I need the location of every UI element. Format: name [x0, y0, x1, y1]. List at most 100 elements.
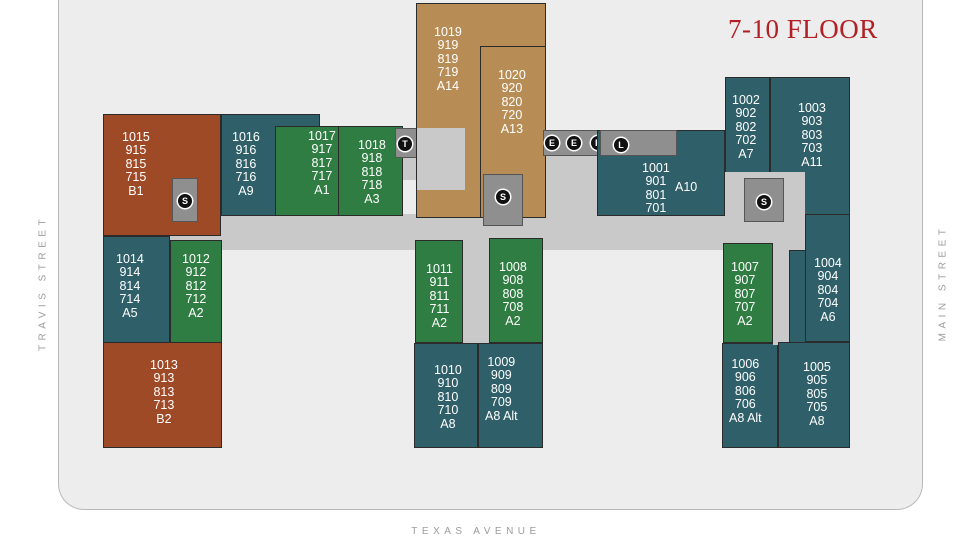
unit-1004[interactable]: 1004 904 804 704 A6	[805, 214, 850, 342]
unit-type: A11	[801, 154, 823, 169]
unit-1015[interactable]: 1015 915 815 715 B1	[103, 114, 221, 236]
unit-type: A2	[431, 315, 448, 330]
unit-number: 915	[125, 143, 147, 158]
unit-number: 902	[735, 106, 757, 121]
unit-number: 914	[119, 265, 141, 280]
unit-type: A5	[122, 305, 138, 320]
unit-1008[interactable]: 1008 908 808 708 A2	[489, 238, 543, 343]
unit-number: 709	[490, 395, 512, 410]
unit-number: 818	[361, 164, 383, 179]
unit-number: 716	[235, 170, 257, 185]
unit-number: 719	[437, 65, 459, 80]
unit-type: B2	[156, 411, 172, 426]
unit-type: A2	[505, 313, 521, 328]
unit-number: 702	[735, 133, 757, 148]
unit-number: 903	[801, 114, 823, 129]
unit-number: 707	[734, 300, 756, 315]
main-corridor	[145, 214, 805, 250]
unit-number: 1007	[731, 260, 759, 274]
unit-number: 802	[735, 119, 757, 134]
street-label-texas: TEXAS AVENUE	[411, 526, 541, 537]
unit-number: 701	[645, 201, 667, 216]
unit-number: 1012	[182, 252, 210, 266]
unit-number: 908	[502, 273, 524, 288]
unit-type: A9	[238, 183, 254, 198]
unit-1007[interactable]: 1007 907 807 707 A2	[723, 243, 773, 343]
unit-type: A8 Alt	[485, 408, 518, 423]
unit-number: 815	[125, 156, 147, 171]
unit-number: 1009	[487, 355, 516, 369]
stair-icon: S	[757, 195, 771, 209]
unit-number: 803	[801, 127, 823, 142]
unit-number: 810	[437, 389, 459, 404]
unit-number: 918	[361, 151, 383, 166]
unit-type: A7	[738, 146, 754, 161]
unit-1011[interactable]: 1011 911 811 711 A2	[415, 240, 463, 343]
unit-number: 706	[734, 397, 756, 412]
unit-number: 705	[806, 400, 828, 415]
unit-1014[interactable]: 1014 914 814 714 A5	[103, 236, 170, 343]
unit-number: 720	[501, 108, 523, 123]
unit-number: 713	[153, 398, 175, 413]
unit-number: 901	[645, 174, 667, 189]
unit-type: A6	[820, 309, 836, 324]
unit-number: 906	[734, 370, 756, 385]
unit-1004-wing	[789, 250, 805, 343]
unit-type: A10	[675, 180, 698, 194]
unit-number: 814	[119, 278, 141, 293]
street-label-main: MAIN STREET	[937, 224, 949, 342]
unit-1010[interactable]: 1010 910 810 710 A8	[414, 343, 478, 448]
unit-number: 1016	[232, 130, 260, 144]
corridor-north-inner	[417, 128, 465, 190]
corridor-south-center	[463, 250, 489, 343]
unit-number: 904	[817, 269, 839, 284]
unit-number: 911	[429, 275, 450, 290]
unit-number: 808	[502, 286, 524, 301]
stair-icon: S	[496, 190, 510, 204]
unit-1005[interactable]: 1005 905 805 705 A8	[778, 342, 850, 448]
unit-number: 1002	[732, 93, 760, 107]
unit-type: B1	[128, 183, 144, 198]
unit-type: A8 Alt	[729, 410, 762, 425]
unit-number: 1006	[731, 357, 760, 371]
unit-type: A1	[314, 182, 330, 197]
unit-number: 712	[185, 292, 207, 307]
lobby-icon: L	[614, 138, 628, 152]
unit-number: 820	[501, 94, 523, 109]
unit-number: 919	[437, 38, 459, 53]
unit-number: 913	[153, 371, 175, 386]
unit-number: 717	[311, 169, 333, 184]
unit-1018[interactable]: 1018 918 818 718 A3	[338, 126, 403, 216]
unit-number: 806	[734, 383, 756, 398]
unit-type: A14	[436, 78, 460, 93]
unit-number: 1004	[814, 256, 842, 270]
unit-number: 807	[734, 286, 756, 301]
unit-1017[interactable]: 1017 917 817 717 A1	[275, 126, 348, 216]
unit-number: 718	[361, 178, 383, 193]
stair-icon: S	[178, 194, 192, 208]
unit-number: 1008	[499, 260, 527, 274]
unit-1013[interactable]: 1013 913 813 713 B2	[103, 342, 222, 448]
corridor-east-core	[542, 150, 598, 218]
unit-number: 912	[185, 265, 207, 280]
unit-number: 811	[429, 288, 450, 303]
elevator-icon: E	[545, 136, 559, 150]
unit-number: 817	[311, 155, 333, 170]
unit-number: 1020	[498, 68, 526, 82]
unit-number: 710	[437, 403, 459, 418]
unit-number: 905	[806, 373, 828, 388]
unit-type: A8	[809, 413, 825, 428]
unit-1009[interactable]: 1009 909 809 709 A8 Alt	[478, 343, 543, 448]
unit-number: 1001	[642, 161, 670, 175]
elevator-bank-extension	[600, 130, 677, 156]
unit-number: 714	[119, 292, 141, 307]
floor-title: 7-10 FLOOR	[728, 14, 878, 44]
unit-number: 801	[645, 187, 667, 202]
unit-number: 813	[153, 384, 175, 399]
corridor-south-east	[773, 250, 789, 345]
unit-number: 1005	[803, 360, 831, 374]
unit-1006[interactable]: 1006 906 806 706 A8 Alt	[722, 343, 778, 448]
unit-number: 1010	[434, 363, 462, 377]
unit-1012[interactable]: 1012 912 812 712 A2	[170, 240, 222, 343]
